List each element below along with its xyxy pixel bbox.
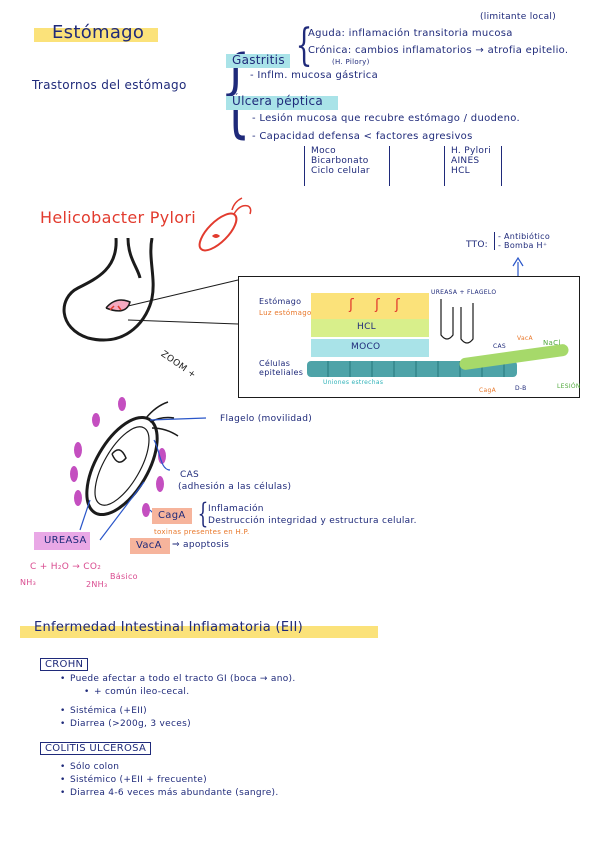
- agresivos-item: AINES: [445, 156, 501, 166]
- reaction-nh3: NH₃: [20, 578, 36, 587]
- cas-label: CAS: [180, 470, 199, 480]
- brace-caga: {: [198, 500, 209, 528]
- agresivos-item: H. Pylori: [445, 146, 501, 156]
- luz-layer: [311, 293, 429, 319]
- cas-desc: (adhesión a las células): [178, 482, 291, 492]
- crohn-item: Diarrea (>200g, 3 veces): [60, 719, 360, 729]
- zoom-connector-lines: [120, 276, 240, 326]
- reaction-basico: Básico: [110, 572, 138, 581]
- gastritis-cronica: Crónica: cambios inflamatorios → atrofia…: [308, 45, 578, 56]
- trastornos-label: Trastornos del estómago: [32, 78, 187, 92]
- zoom-uniones-label: Uniones estrechas: [323, 379, 383, 386]
- defensa-item: Bicarbonato: [305, 156, 389, 166]
- ulcera-lesion: - Lesión mucosa que recubre estómago / d…: [252, 113, 520, 124]
- zoom-label: ZOOM +: [159, 349, 198, 380]
- crohn-item: Sistémica (+EII): [60, 706, 360, 716]
- agresivos-box: H. Pylori AINES HCL: [444, 146, 502, 186]
- luz-bacteria-3: ʃ: [395, 297, 400, 313]
- caga-label: CagA: [158, 510, 186, 521]
- vaca-label: VacA: [136, 540, 162, 551]
- zoom-luz-label: Luz estómago: [259, 309, 312, 317]
- gastritis-inflm: - Inflm. mucosa gástrica: [250, 70, 378, 81]
- top-right-note: (limitante local): [480, 12, 556, 22]
- colitis-item: Sistémico (+EII + frecuente): [60, 775, 360, 785]
- tto-item: - Bomba H⁺: [498, 241, 550, 250]
- zoom-gland-icon: [435, 299, 495, 345]
- zoom-cag-label: CagA: [479, 387, 496, 394]
- tto-item: - Antibiótico: [498, 232, 550, 241]
- luz-bacteria-2: ʃ: [375, 297, 380, 313]
- zoom-estomago-label: Estómago: [259, 297, 301, 306]
- tto-prefix: TTO:: [466, 240, 488, 250]
- caga-destruccion: Destrucción integridad y estructura celu…: [208, 516, 417, 526]
- zoom-nacl-label: NaCl: [543, 339, 561, 347]
- luz-bacteria-1: ʃ: [349, 297, 354, 313]
- agresivos-item: HCL: [445, 166, 501, 176]
- hpylori-bacterium-icon: [188, 192, 258, 262]
- colitis-heading: COLITIS ULCEROSA: [40, 742, 151, 755]
- crohn-item: Puede afectar a todo el tracto GI (boca …: [60, 674, 360, 684]
- apoptosis-label: ⇒ apoptosis: [172, 540, 229, 550]
- zoom-lesion-label: LESIÓN: [557, 383, 581, 390]
- page-title: Estómago: [52, 22, 144, 43]
- gastritis-hpylori: (H. Pilory): [332, 58, 370, 66]
- zoom-vaca-label: VacA: [517, 335, 533, 342]
- toxinas-label: toxinas presentes en H.P.: [154, 528, 249, 536]
- tto-list: - Antibiótico - Bomba H⁺: [494, 232, 550, 250]
- colitis-item: Diarrea 4-6 veces más abundante (sangre)…: [60, 788, 360, 798]
- zoom-cas-label: CAS: [493, 343, 506, 350]
- crohn-item: + común ileo-cecal.: [84, 687, 360, 697]
- ulcera-capacidad: - Capacidad defensa < factores agresivos: [252, 131, 473, 142]
- zoom-ureasa-label: UREASA + FLAGELO: [431, 289, 496, 296]
- colitis-list: Sólo colon Sistémico (+EII + frecuente) …: [60, 762, 360, 798]
- moco-layer-label: MOCO: [351, 342, 380, 352]
- zoom-box: ʃ ʃ ʃ HCL MOCO Estómago Luz estómago Cél…: [238, 276, 580, 398]
- caga-inflamacion: Inflamación: [208, 504, 264, 514]
- gastritis-aguda: Aguda: inflamación transitoria mucosa: [308, 28, 513, 39]
- flagelo-label: Flagelo (movilidad): [220, 414, 312, 424]
- gastritis-heading: Gastritis: [232, 53, 285, 67]
- reaction-top: C + H₂O → CO₂: [30, 562, 101, 572]
- colitis-item: Sólo colon: [60, 762, 360, 772]
- helicobacter-title: Helicobacter Pylori: [40, 208, 196, 227]
- reaction-nh3b: 2NH₃: [86, 580, 108, 589]
- crohn-heading: CROHN: [40, 658, 88, 671]
- ulcera-heading: Úlcera péptica: [232, 94, 323, 108]
- zoom-dcb-label: D-B: [515, 385, 527, 392]
- hcl-layer-label: HCL: [357, 322, 376, 332]
- defensa-box: Moco Bicarbonato Ciclo celular: [304, 146, 390, 186]
- zoom-celulas-label: Células epiteliales: [259, 359, 313, 377]
- eii-title: Enfermedad Intestinal Inflamatoria (EII): [34, 620, 303, 635]
- crohn-list: Puede afectar a todo el tracto GI (boca …: [60, 674, 360, 729]
- ureasa-label: UREASA: [44, 535, 87, 546]
- defensa-item: Moco: [305, 146, 389, 156]
- defensa-item: Ciclo celular: [305, 166, 389, 176]
